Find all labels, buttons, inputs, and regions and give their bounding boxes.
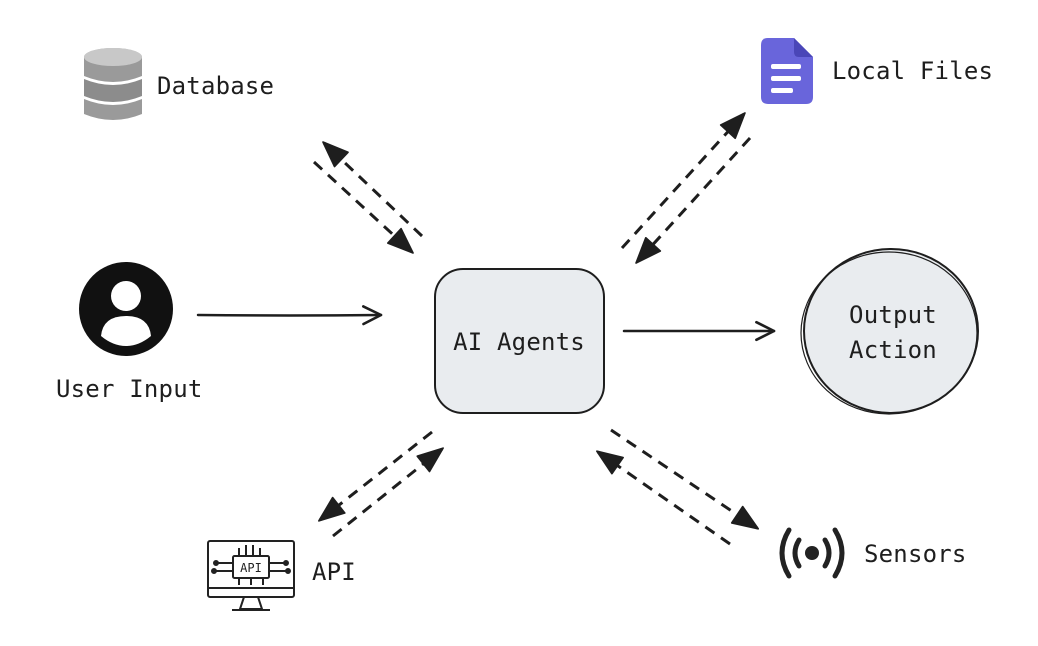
api-chip-icon: API	[207, 540, 295, 611]
svg-text:API: API	[240, 561, 262, 575]
output-action-circle	[803, 248, 979, 414]
local-files-label: Local Files	[832, 57, 993, 85]
local-files-node: Local Files	[761, 38, 993, 104]
sensors-label: Sensors	[864, 540, 967, 568]
arrow-agents-to-localfiles	[620, 112, 746, 250]
ai-agents-label: AI Agents	[453, 328, 585, 356]
sensor-signal-icon	[779, 527, 845, 579]
connector-sensors-agents	[596, 428, 760, 546]
api-node: API API	[207, 540, 356, 611]
connector-localfiles-agents	[620, 112, 752, 264]
database-label: Database	[157, 72, 274, 100]
sensors-node: Sensors	[779, 527, 967, 579]
output-action-node: Output Action	[800, 248, 979, 415]
arrow-localfiles-to-agents	[635, 136, 752, 264]
ai-agents-box	[434, 268, 605, 414]
arrow-agents-to-database	[322, 141, 424, 238]
user-input-label: User Input	[56, 375, 203, 403]
arrow-agents-to-api	[318, 430, 433, 522]
output-action-circle-sketch	[800, 251, 978, 415]
document-icon	[761, 38, 813, 104]
api-label: API	[312, 558, 356, 586]
arrow-sensors-to-agents	[596, 450, 731, 546]
arrow-api-to-agents	[332, 447, 444, 538]
user-icon	[79, 262, 173, 356]
user-input-node: User Input	[56, 262, 203, 403]
arrow-user-input-to-agents	[196, 305, 383, 326]
output-action-label-line2: Action	[849, 336, 937, 364]
database-node: Database	[84, 48, 274, 120]
connector-api-agents	[318, 430, 444, 538]
arrow-database-to-agents	[312, 160, 414, 254]
arrow-agents-to-sensors	[610, 428, 760, 530]
output-action-label-line1: Output	[849, 301, 937, 329]
ai-agents-node: AI Agents	[434, 268, 605, 414]
connector-database-agents	[312, 141, 424, 254]
database-icon	[84, 48, 142, 120]
